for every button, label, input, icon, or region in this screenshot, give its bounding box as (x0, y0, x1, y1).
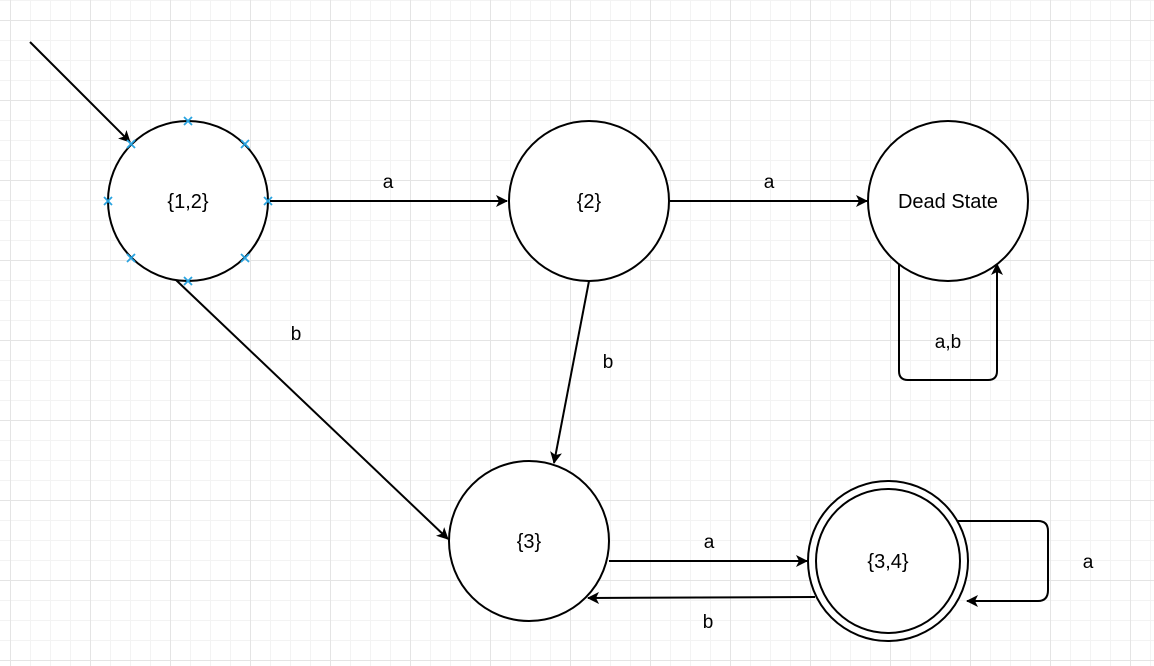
state-2[interactable]: {2} (508, 120, 670, 282)
state-3-4-accepting[interactable]: {3,4} (807, 480, 969, 642)
edge-12-to-3[interactable] (175, 279, 449, 540)
state-3[interactable]: {3} (448, 460, 610, 622)
edge-2-to-3[interactable] (550, 280, 590, 464)
state-3-4-label: {3,4} (867, 551, 908, 573)
state-3-label: {3} (517, 531, 542, 553)
edge-label-dead-self: a,b (935, 332, 961, 353)
state-dead-label: Dead State (898, 191, 998, 213)
edge-label-3-to-34: a (704, 532, 715, 553)
selection-handles[interactable] (103, 116, 273, 286)
edge-34-self-loop[interactable] (950, 520, 1049, 607)
edge-label-12-to-2: a (383, 172, 394, 193)
state-2-label: {2} (577, 191, 602, 213)
edge-label-34-to-3: b (703, 612, 714, 633)
edge-34-to-3[interactable] (587, 591, 816, 604)
state-dead[interactable]: Dead State (867, 120, 1029, 282)
edge-label-34-self: a (1083, 552, 1094, 573)
edge-label-2-to-dead: a (764, 172, 775, 193)
start-arrow[interactable] (29, 41, 131, 143)
edge-label-12-to-3: b (291, 324, 302, 345)
edge-label-2-to-3: b (603, 352, 614, 373)
state-1-2-label: {1,2} (167, 191, 208, 213)
